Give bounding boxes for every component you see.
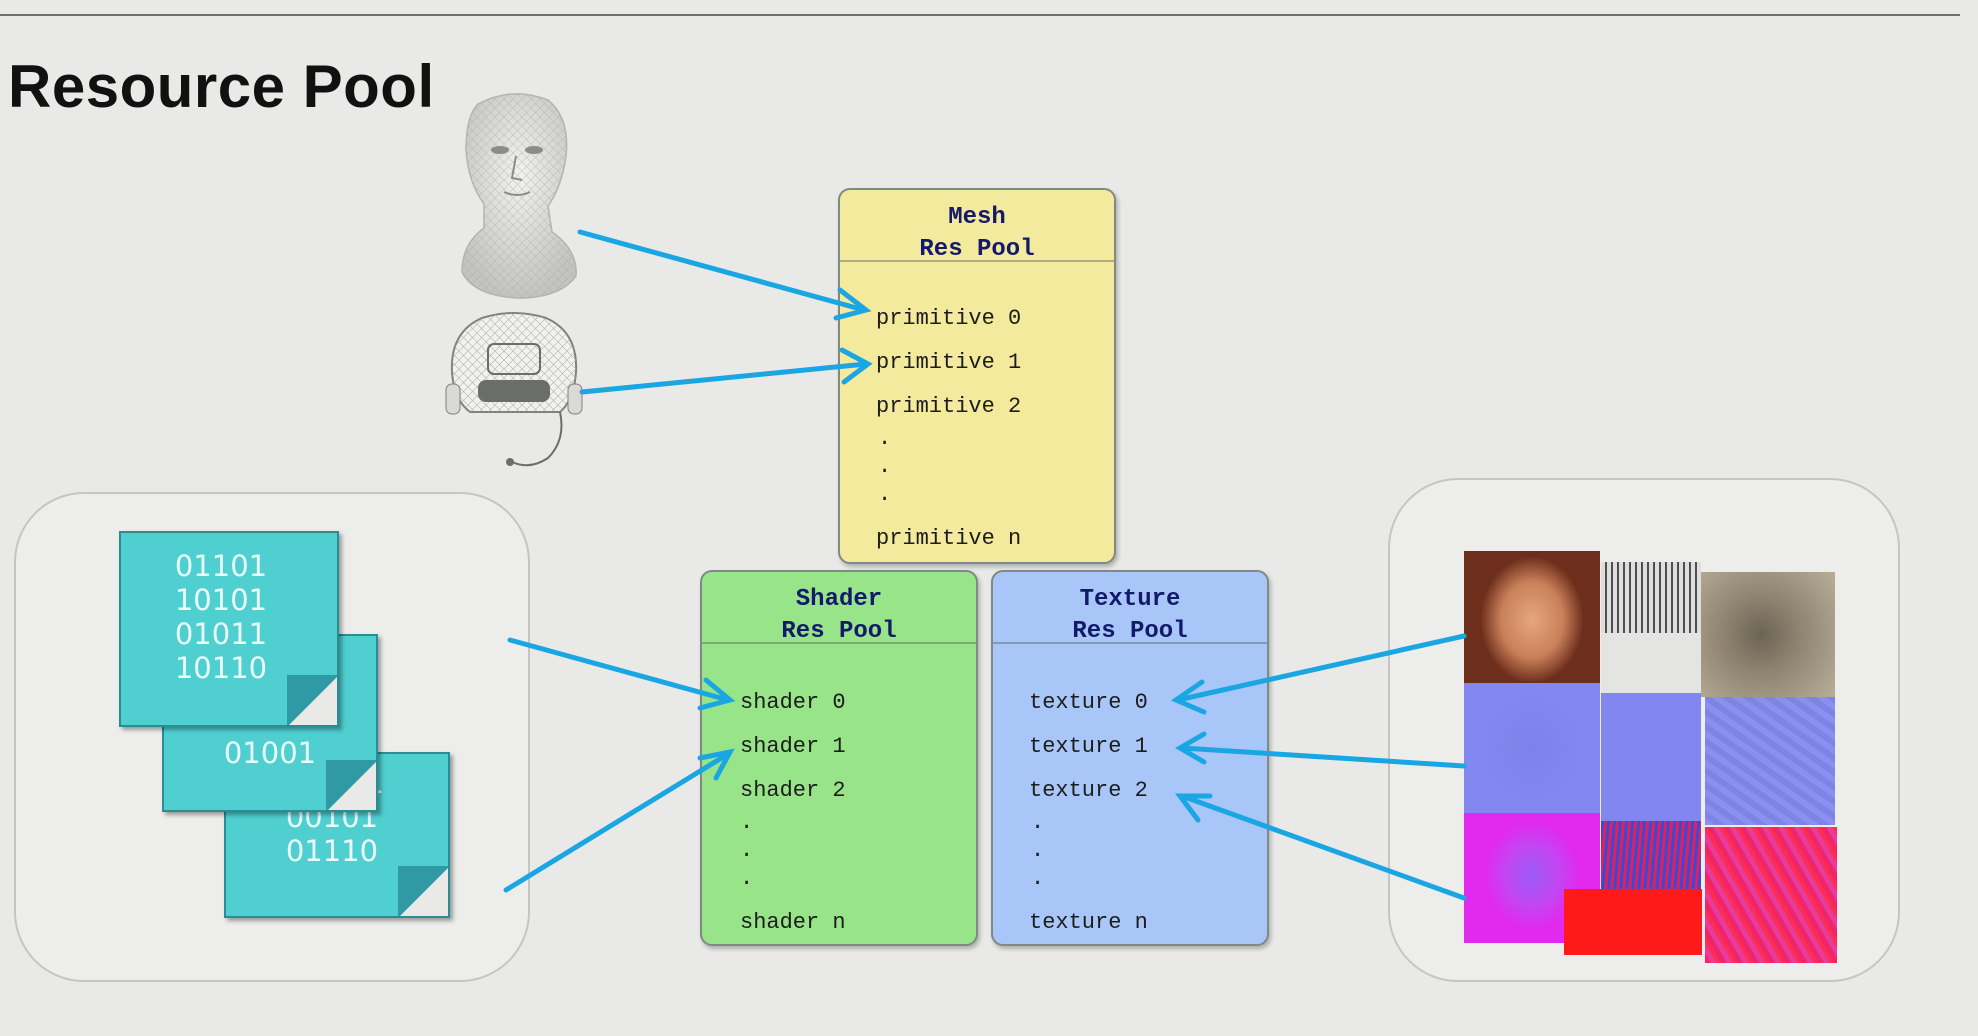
mesh-pool-title-line2: Res Pool	[919, 236, 1035, 263]
ellipsis-dot: .	[1031, 838, 1045, 863]
texture-pool-item: texture 0	[1029, 690, 1148, 715]
arrow-helmet-to-primitive-1	[579, 347, 873, 395]
ellipsis-dot: .	[740, 810, 754, 835]
shader-pool-item: shader 0	[740, 690, 846, 715]
texture-pool-item: texture n	[1029, 910, 1148, 935]
texture-pool-title-line1: Texture	[1079, 586, 1181, 613]
shader-pool-title-line1: Shader	[795, 586, 883, 613]
texture-armor-diffuse	[1701, 572, 1835, 697]
texture-hair-strips	[1601, 562, 1701, 693]
texture-face-diffuse	[1464, 551, 1600, 683]
mesh-pool-item: primitive 1	[876, 350, 1022, 375]
binary-line: 01110	[285, 834, 379, 868]
mesh-pool-item: primitive 0	[876, 306, 1022, 331]
texture-face-normal	[1464, 683, 1600, 813]
shader-pool-item: shader n	[740, 910, 846, 935]
texture-red-block	[1564, 889, 1702, 955]
binary-line: 10110	[174, 651, 268, 685]
top-rule	[0, 14, 1960, 16]
texture-pool-title-line2: Res Pool	[1072, 618, 1188, 645]
texture-armor-normal	[1705, 697, 1835, 825]
texture-hair-tangent	[1601, 821, 1701, 889]
arrow-file-to-shader-0	[507, 637, 736, 711]
ellipsis-dot: .	[878, 426, 892, 451]
binary-line: 01001	[223, 736, 317, 770]
shader-pool-title-line2: Res Pool	[781, 618, 897, 645]
arrow-tangent-to-texture-2	[1175, 793, 1467, 901]
ellipsis-dot: .	[878, 482, 892, 507]
ellipsis-dot: .	[1031, 866, 1045, 891]
binary-line: 01011	[174, 617, 268, 651]
page-fold	[326, 760, 376, 810]
binary-line: 01101	[174, 549, 268, 583]
texture-res-pool: Texture Res Pool texture 0 texture 1 tex…	[991, 570, 1269, 946]
shader-file-page-3: 1 00101 01110	[224, 752, 450, 918]
ellipsis-dot: .	[740, 838, 754, 863]
shader-res-pool-header: Shader Res Pool	[702, 572, 976, 645]
arrow-file-to-shader-1	[503, 748, 735, 893]
page-title: Resource Pool	[8, 53, 435, 120]
shader-res-pool: Shader Res Pool shader 0 shader 1 shader…	[700, 570, 978, 946]
mesh-pool-item: primitive 2	[876, 394, 1022, 419]
mesh-res-pool: Mesh Res Pool primitive 0 primitive 1 pr…	[838, 188, 1116, 564]
shader-file-page-1: 01101 10101 01011 10110	[119, 531, 339, 727]
mesh-res-pool-header: Mesh Res Pool	[840, 190, 1114, 263]
arrow-diffuse-to-texture-0	[1170, 633, 1467, 715]
texture-armor-tangent	[1705, 827, 1837, 963]
texture-pool-item: texture 1	[1029, 734, 1148, 759]
binary-line: 10101	[174, 583, 268, 617]
texture-hair-normal	[1601, 693, 1701, 821]
ellipsis-dot: .	[1031, 810, 1045, 835]
ellipsis-dot: .	[740, 866, 754, 891]
page-fold	[398, 866, 448, 916]
texture-pool-item: texture 2	[1029, 778, 1148, 803]
mesh-pool-title-line1: Mesh	[948, 204, 1006, 231]
arrow-normal-to-texture-1	[1175, 731, 1467, 769]
shader-pool-item: shader 1	[740, 734, 846, 759]
texture-res-pool-header: Texture Res Pool	[993, 572, 1267, 645]
arrow-head-to-primitive-0	[577, 229, 872, 321]
ellipsis-dot: .	[878, 454, 892, 479]
mesh-pool-item: primitive n	[876, 526, 1022, 551]
page-fold	[287, 675, 337, 725]
shader-pool-item: shader 2	[740, 778, 846, 803]
